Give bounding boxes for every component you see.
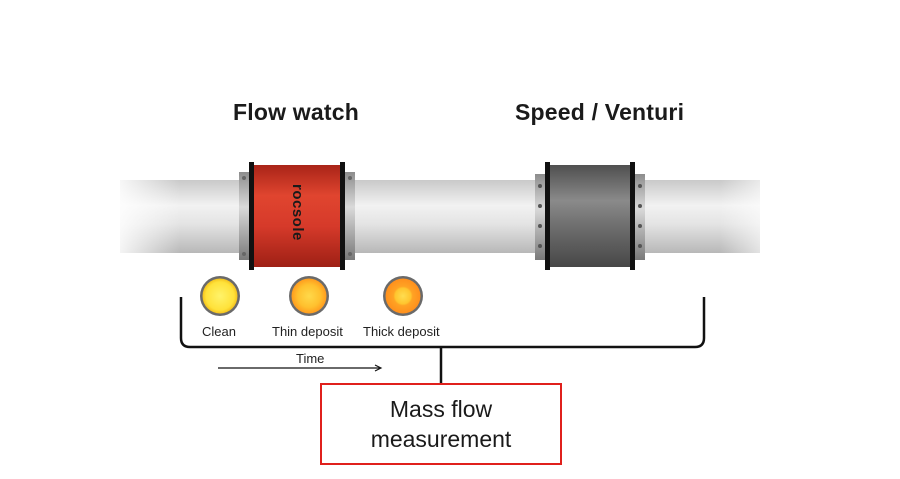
pipe bbox=[120, 180, 760, 253]
flow-watch-device: rocsole bbox=[239, 162, 355, 270]
speed-venturi-title: Speed / Venturi bbox=[515, 99, 685, 125]
venturi-device bbox=[535, 162, 645, 270]
mass-flow-box: Mass flow measurement bbox=[320, 383, 562, 465]
flow-watch-title: Flow watch bbox=[233, 99, 359, 125]
time-axis-label: Time bbox=[296, 351, 325, 366]
deposit-label-thin: Thin deposit bbox=[272, 324, 343, 339]
bracket bbox=[179, 297, 706, 349]
brand-logo: rocsole bbox=[289, 184, 306, 241]
deposit-thick-icon bbox=[383, 276, 423, 316]
deposit-thin-icon bbox=[289, 276, 329, 316]
mass-flow-text: Mass flow measurement bbox=[370, 396, 512, 452]
deposit-label-clean: Clean bbox=[202, 324, 236, 339]
time-arrow bbox=[218, 364, 383, 372]
deposit-clean-icon bbox=[200, 276, 240, 316]
deposit-label-thick: Thick deposit bbox=[363, 324, 440, 339]
